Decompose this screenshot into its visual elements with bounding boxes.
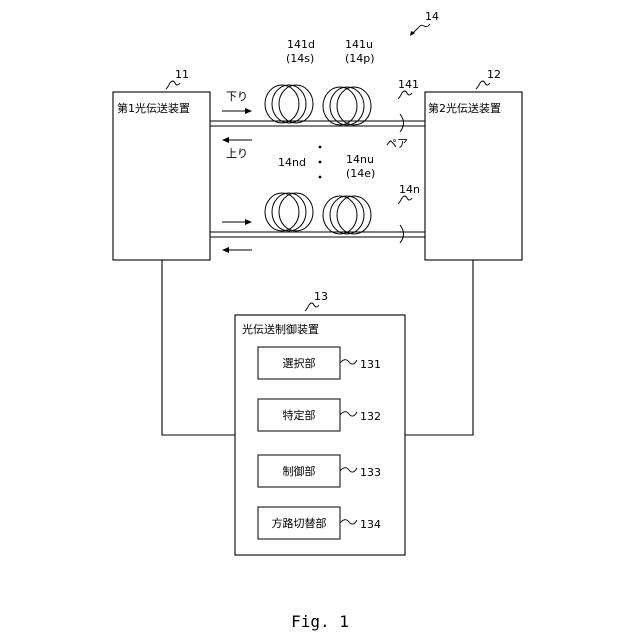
device2-leader bbox=[476, 81, 490, 89]
device1-box bbox=[113, 92, 210, 260]
down-arrowhead-top bbox=[245, 108, 252, 114]
device1-leader bbox=[166, 81, 180, 89]
controller-label: 光伝送制御装置 bbox=[242, 322, 319, 336]
up-direction-label: 上り bbox=[226, 147, 248, 160]
pair-marker-top bbox=[400, 114, 404, 132]
controller-ref: 13 bbox=[314, 290, 328, 303]
pair-14n-ref: 14n bbox=[399, 183, 420, 196]
figure-caption: Fig. 1 bbox=[291, 612, 349, 631]
fiber-coil-14nu bbox=[323, 196, 371, 234]
fiber-coil-141u bbox=[323, 87, 371, 125]
coil-141u-alt-label: (14p) bbox=[345, 52, 375, 65]
pair-14n-leader bbox=[398, 196, 412, 204]
device1-ref: 11 bbox=[175, 68, 189, 81]
unit-identification-ref: 132 bbox=[360, 410, 381, 423]
ellipsis-dot bbox=[319, 146, 322, 149]
unit-control-label: 制御部 bbox=[283, 464, 316, 478]
coil-141d-label: 141d bbox=[287, 38, 315, 51]
unit-route-switching-label: 方路切替部 bbox=[272, 516, 327, 530]
link-device2-controller bbox=[405, 260, 473, 435]
pair-141-leader bbox=[398, 91, 412, 99]
pair-141-ref: 141 bbox=[398, 78, 419, 91]
up-arrowhead-top bbox=[222, 137, 229, 143]
pair-marker-bottom bbox=[400, 225, 404, 243]
coil-14nu-label: 14nu bbox=[346, 153, 374, 166]
down-direction-label: 下り bbox=[226, 90, 248, 103]
coil-141u-label: 141u bbox=[345, 38, 373, 51]
figure-ref-label: 14 bbox=[425, 10, 439, 23]
fiber-coil-141d bbox=[265, 85, 313, 123]
unit-control-ref: 133 bbox=[360, 466, 381, 479]
pair-label: ペア bbox=[386, 137, 408, 150]
ellipsis-dot bbox=[319, 176, 322, 179]
controller-leader bbox=[305, 303, 319, 311]
device2-box bbox=[425, 92, 522, 260]
unit-identification-label: 特定部 bbox=[283, 408, 316, 422]
device2-ref: 12 bbox=[487, 68, 501, 81]
fiber-coil-14nd bbox=[265, 193, 313, 231]
coil-14nu-alt-label: (14e) bbox=[346, 167, 375, 180]
up-arrowhead-bottom bbox=[222, 247, 229, 253]
unit-selection-label: 選択部 bbox=[283, 356, 316, 370]
coil-14nd-label: 14nd bbox=[278, 156, 306, 169]
down-arrowhead-bottom bbox=[245, 219, 252, 225]
unit-selection-ref: 131 bbox=[360, 358, 381, 371]
ellipsis-dot bbox=[319, 161, 322, 164]
coil-141d-alt-label: (14s) bbox=[286, 52, 314, 65]
figure-ref-squiggle bbox=[418, 24, 430, 28]
device2-label: 第2光伝送装置 bbox=[428, 101, 501, 115]
link-device1-controller bbox=[162, 260, 235, 435]
device1-label: 第1光伝送装置 bbox=[117, 101, 190, 115]
unit-route-switching-ref: 134 bbox=[360, 518, 381, 531]
